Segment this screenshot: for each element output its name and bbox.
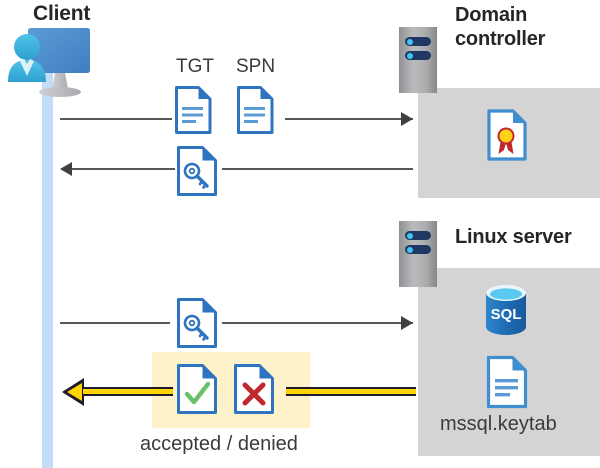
certificate-document-icon [487, 109, 527, 161]
message-ticket-arrowhead [60, 162, 72, 176]
client-computer-user-icon [5, 24, 97, 102]
key-document-icon-present [176, 297, 218, 349]
message-request-arrowhead [401, 112, 413, 126]
client-title: Client [33, 2, 91, 25]
tgt-label: TGT [176, 56, 214, 77]
linux-server-tower-icon [399, 221, 437, 287]
linux-server-title: Linux server [455, 226, 572, 248]
message-ticket-line-left [72, 168, 175, 170]
spn-label: SPN [236, 56, 276, 77]
keytab-document-icon [486, 355, 528, 409]
document-accepted-check-icon [176, 363, 218, 415]
message-request-line-right [285, 118, 413, 120]
verdict-line-right [286, 387, 416, 396]
spn-document-icon [236, 85, 274, 135]
verdict-arrowhead [62, 378, 84, 406]
keytab-filename-label: mssql.keytab [440, 413, 557, 435]
sql-label: SQL [491, 306, 522, 323]
message-ticket-line-right [222, 168, 413, 170]
key-document-icon-ticket [176, 145, 218, 197]
verdict-label: accepted / denied [140, 433, 298, 455]
message-present-arrowhead [401, 316, 413, 330]
client-lifeline [42, 62, 53, 468]
tgt-document-icon [174, 85, 212, 135]
domain-controller-server-tower-icon [399, 27, 437, 93]
message-request-line-left [60, 118, 172, 120]
document-denied-cross-icon [233, 363, 275, 415]
sql-database-icon: SQL [481, 283, 531, 338]
verdict-line-left [83, 387, 173, 396]
message-present-line-right [222, 322, 413, 324]
message-present-line-left [60, 322, 170, 324]
domain-controller-title: Domain controller [455, 4, 546, 50]
